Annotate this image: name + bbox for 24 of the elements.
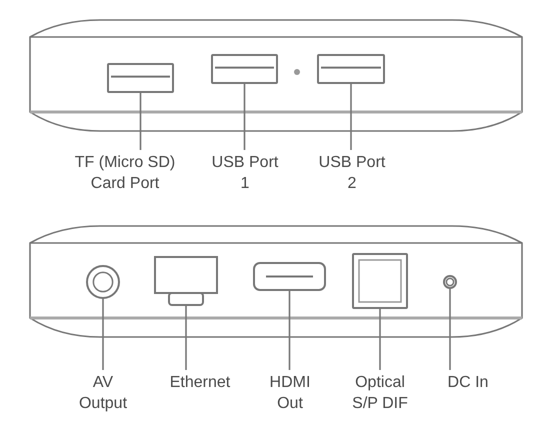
leader-line — [244, 83, 246, 150]
leader-line — [288, 290, 290, 370]
port-label: Ethernet — [159, 372, 241, 393]
port-label: DC In — [437, 372, 499, 393]
leader-line — [102, 298, 104, 370]
hdmi-port — [253, 262, 326, 291]
port-label: USB Port 2 — [316, 152, 388, 194]
ethernet-port — [154, 256, 218, 306]
card-slot — [107, 63, 174, 93]
usb-port-slot — [211, 54, 278, 84]
power-jack — [443, 275, 457, 289]
leader-line — [350, 83, 352, 150]
optical-port — [352, 253, 408, 309]
port-label: Optical S/P DIF — [347, 372, 413, 414]
audio-jack — [86, 265, 120, 299]
leader-line — [140, 92, 142, 150]
port-label: AV Output — [71, 372, 135, 414]
leader-line — [185, 305, 187, 370]
port-label: TF (Micro SD) Card Port — [69, 152, 181, 194]
port-label: HDMI Out — [262, 372, 318, 414]
port-label: USB Port 1 — [209, 152, 281, 194]
leader-line — [379, 308, 381, 370]
usb-port-slot — [317, 54, 385, 84]
leader-line — [449, 288, 451, 370]
